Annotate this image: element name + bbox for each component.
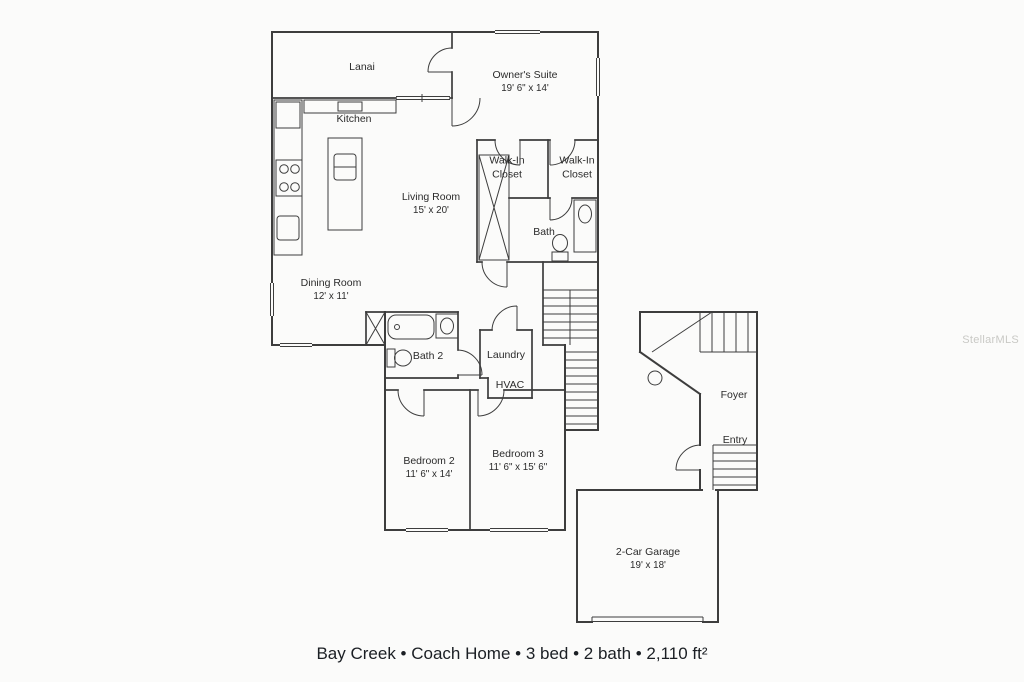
bath2-vanity bbox=[435, 313, 459, 339]
bedroom-2-name: Bedroom 2 bbox=[403, 454, 455, 467]
room-label-bedroom-3: Bedroom 3 11' 6" x 15' 6" bbox=[489, 448, 547, 474]
room-label-hvac: HVAC bbox=[495, 379, 525, 392]
bath-vanity bbox=[573, 199, 597, 253]
owners-suite-name: Owner's Suite bbox=[492, 68, 558, 81]
dining-room-dims: 12' x 11' bbox=[313, 290, 349, 302]
refrigerator bbox=[275, 101, 301, 129]
bath-toilet-tank bbox=[551, 251, 569, 262]
dining-room-name: Dining Room bbox=[300, 276, 362, 289]
living-room-name: Living Room bbox=[401, 190, 461, 203]
bath2-tub bbox=[387, 314, 435, 340]
bedroom-3-dims: 11' 6" x 15' 6" bbox=[488, 461, 548, 473]
room-label-laundry: Laundry bbox=[487, 349, 525, 362]
room-label-bedroom-2: Bedroom 2 11' 6" x 14' bbox=[403, 455, 454, 481]
range bbox=[275, 159, 303, 197]
caption: Bay Creek • Coach Home • 3 bed • 2 bath … bbox=[316, 644, 708, 663]
room-label-bath: Bath bbox=[533, 226, 555, 239]
room-label-walk-in-closet-right: Walk-In Closet bbox=[559, 154, 595, 180]
bedroom-3-name: Bedroom 3 bbox=[492, 447, 544, 460]
kitchen-upper-counter bbox=[303, 99, 397, 114]
fixtures bbox=[273, 99, 704, 622]
room-label-bath-2: Bath 2 bbox=[412, 350, 444, 363]
room-label-lanai: Lanai bbox=[349, 61, 375, 74]
foyer-column bbox=[647, 370, 663, 386]
bath2-toilet bbox=[394, 349, 412, 367]
room-label-dining-room: Dining Room 12' x 11' bbox=[301, 277, 362, 303]
owners-suite-dims: 19' 6" x 14' bbox=[501, 82, 549, 94]
room-label-kitchen: Kitchen bbox=[336, 113, 372, 126]
room-label-entry: Entry bbox=[722, 434, 748, 447]
kitchen-sink bbox=[276, 215, 300, 241]
windows bbox=[270, 30, 600, 532]
interior-walls bbox=[271, 31, 599, 531]
window-gaps bbox=[268, 28, 602, 534]
garage-door bbox=[591, 616, 704, 622]
room-label-foyer: Foyer bbox=[720, 389, 748, 402]
garage-dims: 19' x 18' bbox=[630, 559, 666, 571]
bath2-toilet-tank bbox=[386, 348, 396, 368]
room-label-living-room: Living Room 15' x 20' bbox=[402, 191, 460, 217]
watermark: StellarMLS bbox=[962, 334, 1019, 346]
shower bbox=[478, 154, 510, 261]
room-label-garage: 2-Car Garage 19' x 18' bbox=[616, 546, 680, 572]
bath-toilet bbox=[552, 234, 568, 252]
door-arcs bbox=[397, 47, 701, 471]
kitchen-counter bbox=[273, 99, 303, 256]
stairs bbox=[543, 289, 757, 490]
room-label-owners-suite: Owner's Suite 19' 6" x 14' bbox=[492, 69, 557, 95]
living-room-dims: 15' x 20' bbox=[413, 204, 449, 216]
kitchen-island bbox=[327, 137, 363, 231]
garage-name: 2-Car Garage bbox=[615, 545, 681, 558]
room-label-walk-in-closet-left: Walk-In Closet bbox=[489, 154, 525, 180]
bedroom-2-dims: 11' 6" x 14' bbox=[405, 468, 453, 480]
linen-hatch bbox=[365, 311, 386, 346]
